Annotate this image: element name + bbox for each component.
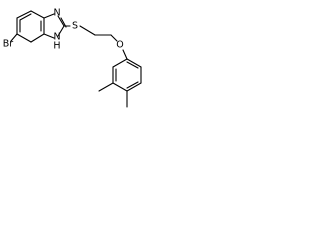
methyl-bond-meta <box>98 82 114 92</box>
benzimidazole-imidazole-ring <box>43 13 67 39</box>
bromine-label: Br <box>3 39 14 50</box>
nitrogen-amine-label: N <box>53 32 60 43</box>
benzimidazole-benzene-ring <box>16 10 45 43</box>
amine-hydrogen-label: H <box>53 41 60 52</box>
nitrogen-imine-label: N <box>53 8 60 19</box>
thioether-linker <box>63 25 128 60</box>
dimethylphenyl-ring <box>112 58 142 92</box>
sulfur-label: S <box>72 21 78 32</box>
bromine-bond <box>10 33 18 42</box>
molecule-drawing: Br N N H S O <box>3 8 142 108</box>
structure-canvas: Br N N H S O <box>0 0 160 126</box>
oxygen-label: O <box>116 40 123 51</box>
